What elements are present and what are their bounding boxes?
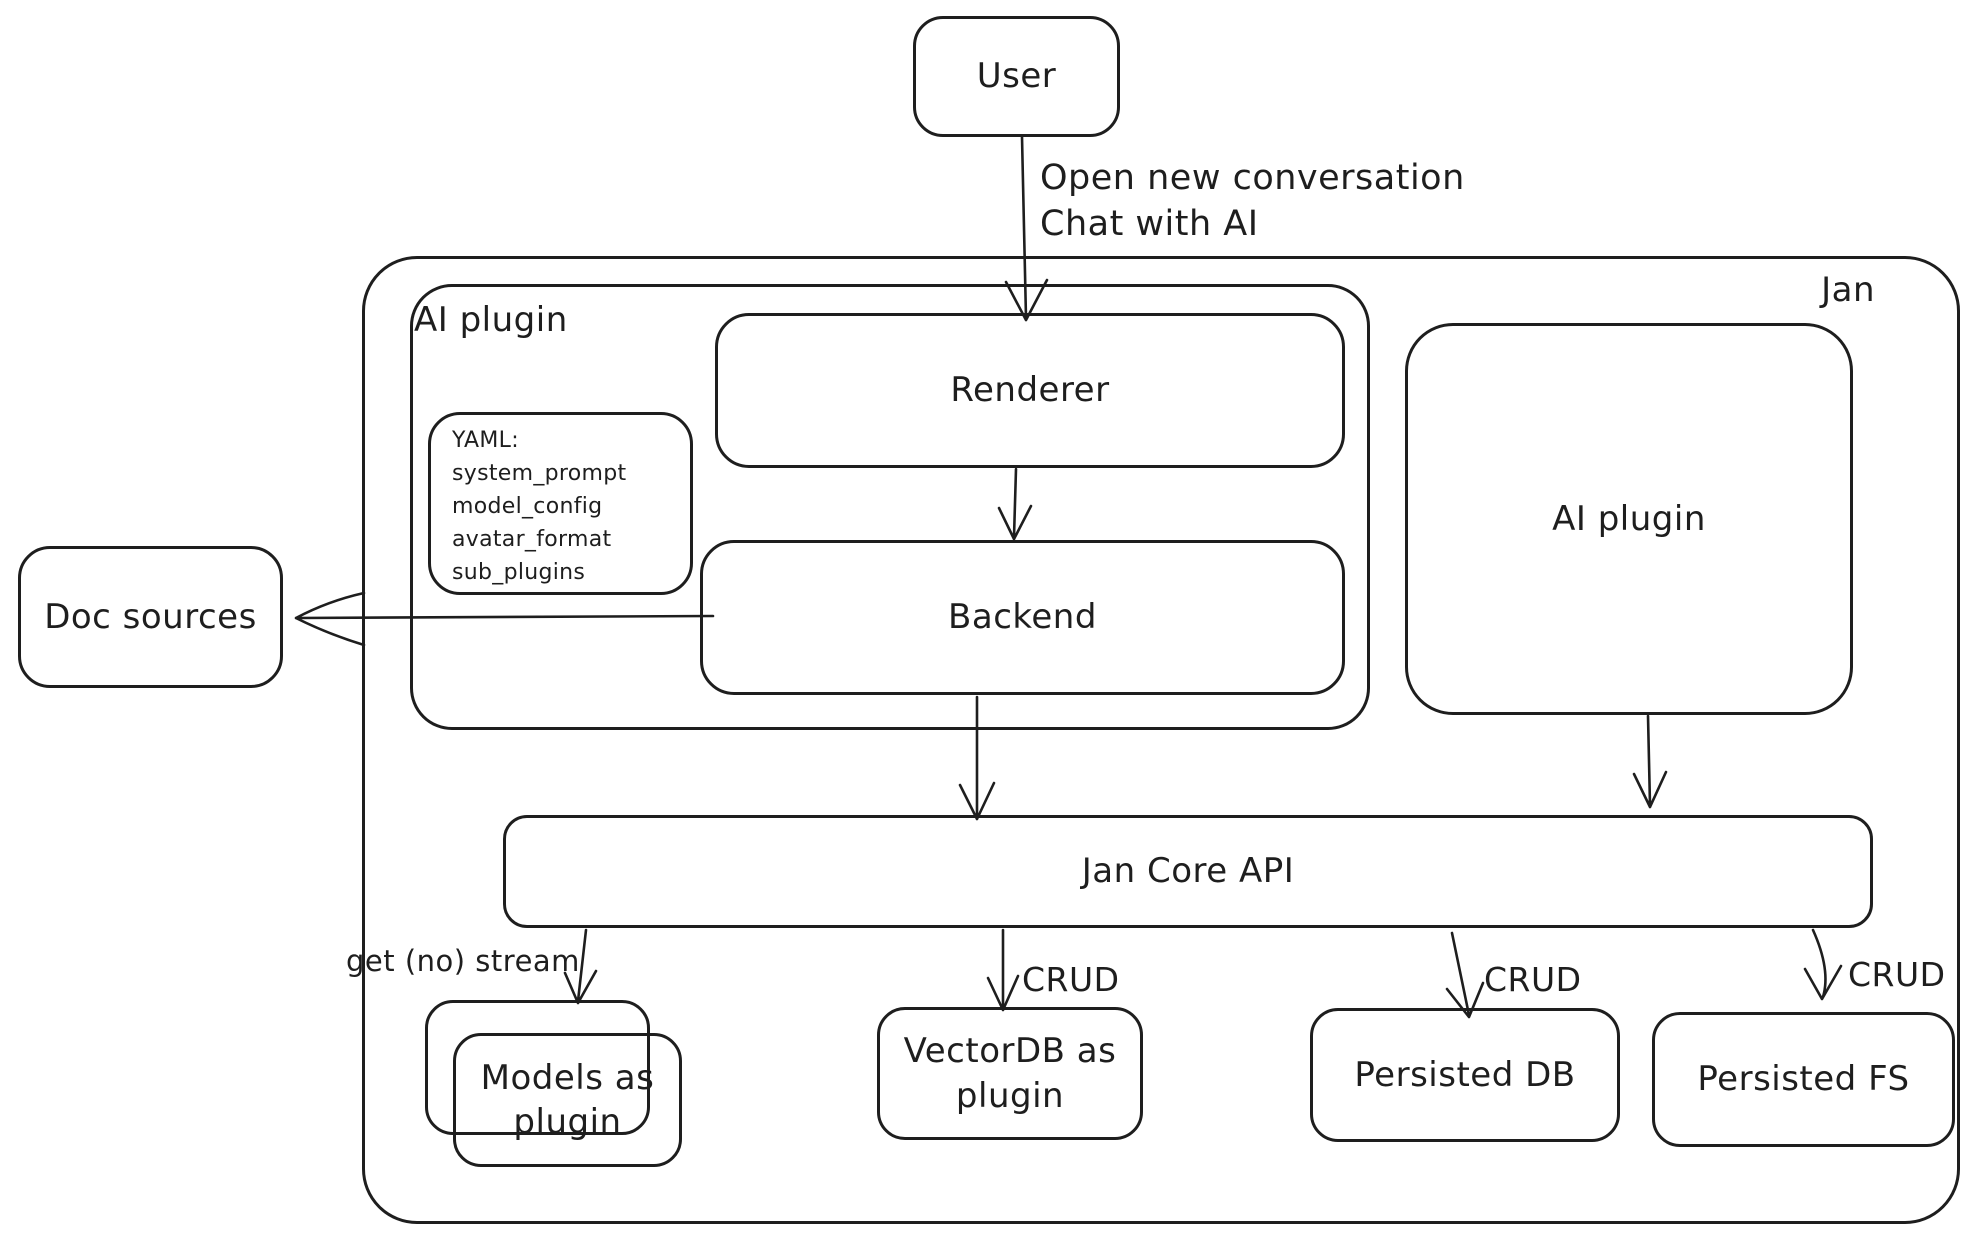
yaml-note-text: YAML: system_prompt model_config avatar_… xyxy=(452,424,626,589)
renderer-node-label: Renderer xyxy=(950,370,1110,411)
jan-container xyxy=(362,256,1960,1224)
user-node-label: User xyxy=(976,56,1057,97)
persisted-fs-node-label: Persisted FS xyxy=(1697,1059,1910,1100)
doc-sources-node: Doc sources xyxy=(18,546,283,688)
yaml-line: avatar_format xyxy=(452,527,612,552)
edge-label-crud-vectordb: CRUD xyxy=(1022,960,1120,999)
edge-label-crud-persisted-fs: CRUD xyxy=(1848,955,1946,994)
doc-sources-node-label: Doc sources xyxy=(44,596,257,637)
backend-node-label: Backend xyxy=(948,597,1097,638)
renderer-node: Renderer xyxy=(715,313,1345,468)
yaml-line: system_prompt xyxy=(452,461,627,486)
persisted-fs-node: Persisted FS xyxy=(1652,1012,1955,1147)
ai-plugin-left-label: AI plugin xyxy=(414,300,568,340)
persisted-db-node: Persisted DB xyxy=(1310,1008,1620,1142)
edge-label-chat-with-ai: Chat with AI xyxy=(1040,204,1259,244)
ai-plugin-right-node: AI plugin xyxy=(1405,323,1853,715)
models-as-plugin-node: Models as plugin xyxy=(453,1033,682,1167)
jan-core-api-node-label: Jan Core API xyxy=(1081,851,1295,892)
persisted-db-node-label: Persisted DB xyxy=(1354,1054,1576,1095)
edge-label-open-conversation: Open new conversation xyxy=(1040,158,1465,198)
yaml-line: sub_plugins xyxy=(452,560,586,585)
ai-plugin-right-node-label: AI plugin xyxy=(1552,498,1706,539)
vectordb-as-plugin-node-label: VectorDB as plugin xyxy=(903,1031,1117,1116)
models-as-plugin-back-box xyxy=(425,1000,650,1135)
yaml-line: model_config xyxy=(452,494,603,519)
vectordb-as-plugin-node: VectorDB as plugin xyxy=(877,1007,1143,1140)
edge-label-get-no-stream: get (no) stream xyxy=(346,944,580,978)
ai-plugin-left-container xyxy=(410,284,1370,730)
user-node: User xyxy=(913,16,1120,137)
edge-label-crud-persisted-db: CRUD xyxy=(1484,960,1582,999)
yaml-line: YAML: xyxy=(452,428,519,453)
jan-container-label: Jan xyxy=(1821,270,1875,310)
models-as-plugin-node-label: Models as plugin xyxy=(480,1057,655,1142)
jan-core-api-node: Jan Core API xyxy=(503,815,1873,928)
backend-node: Backend xyxy=(700,540,1345,695)
